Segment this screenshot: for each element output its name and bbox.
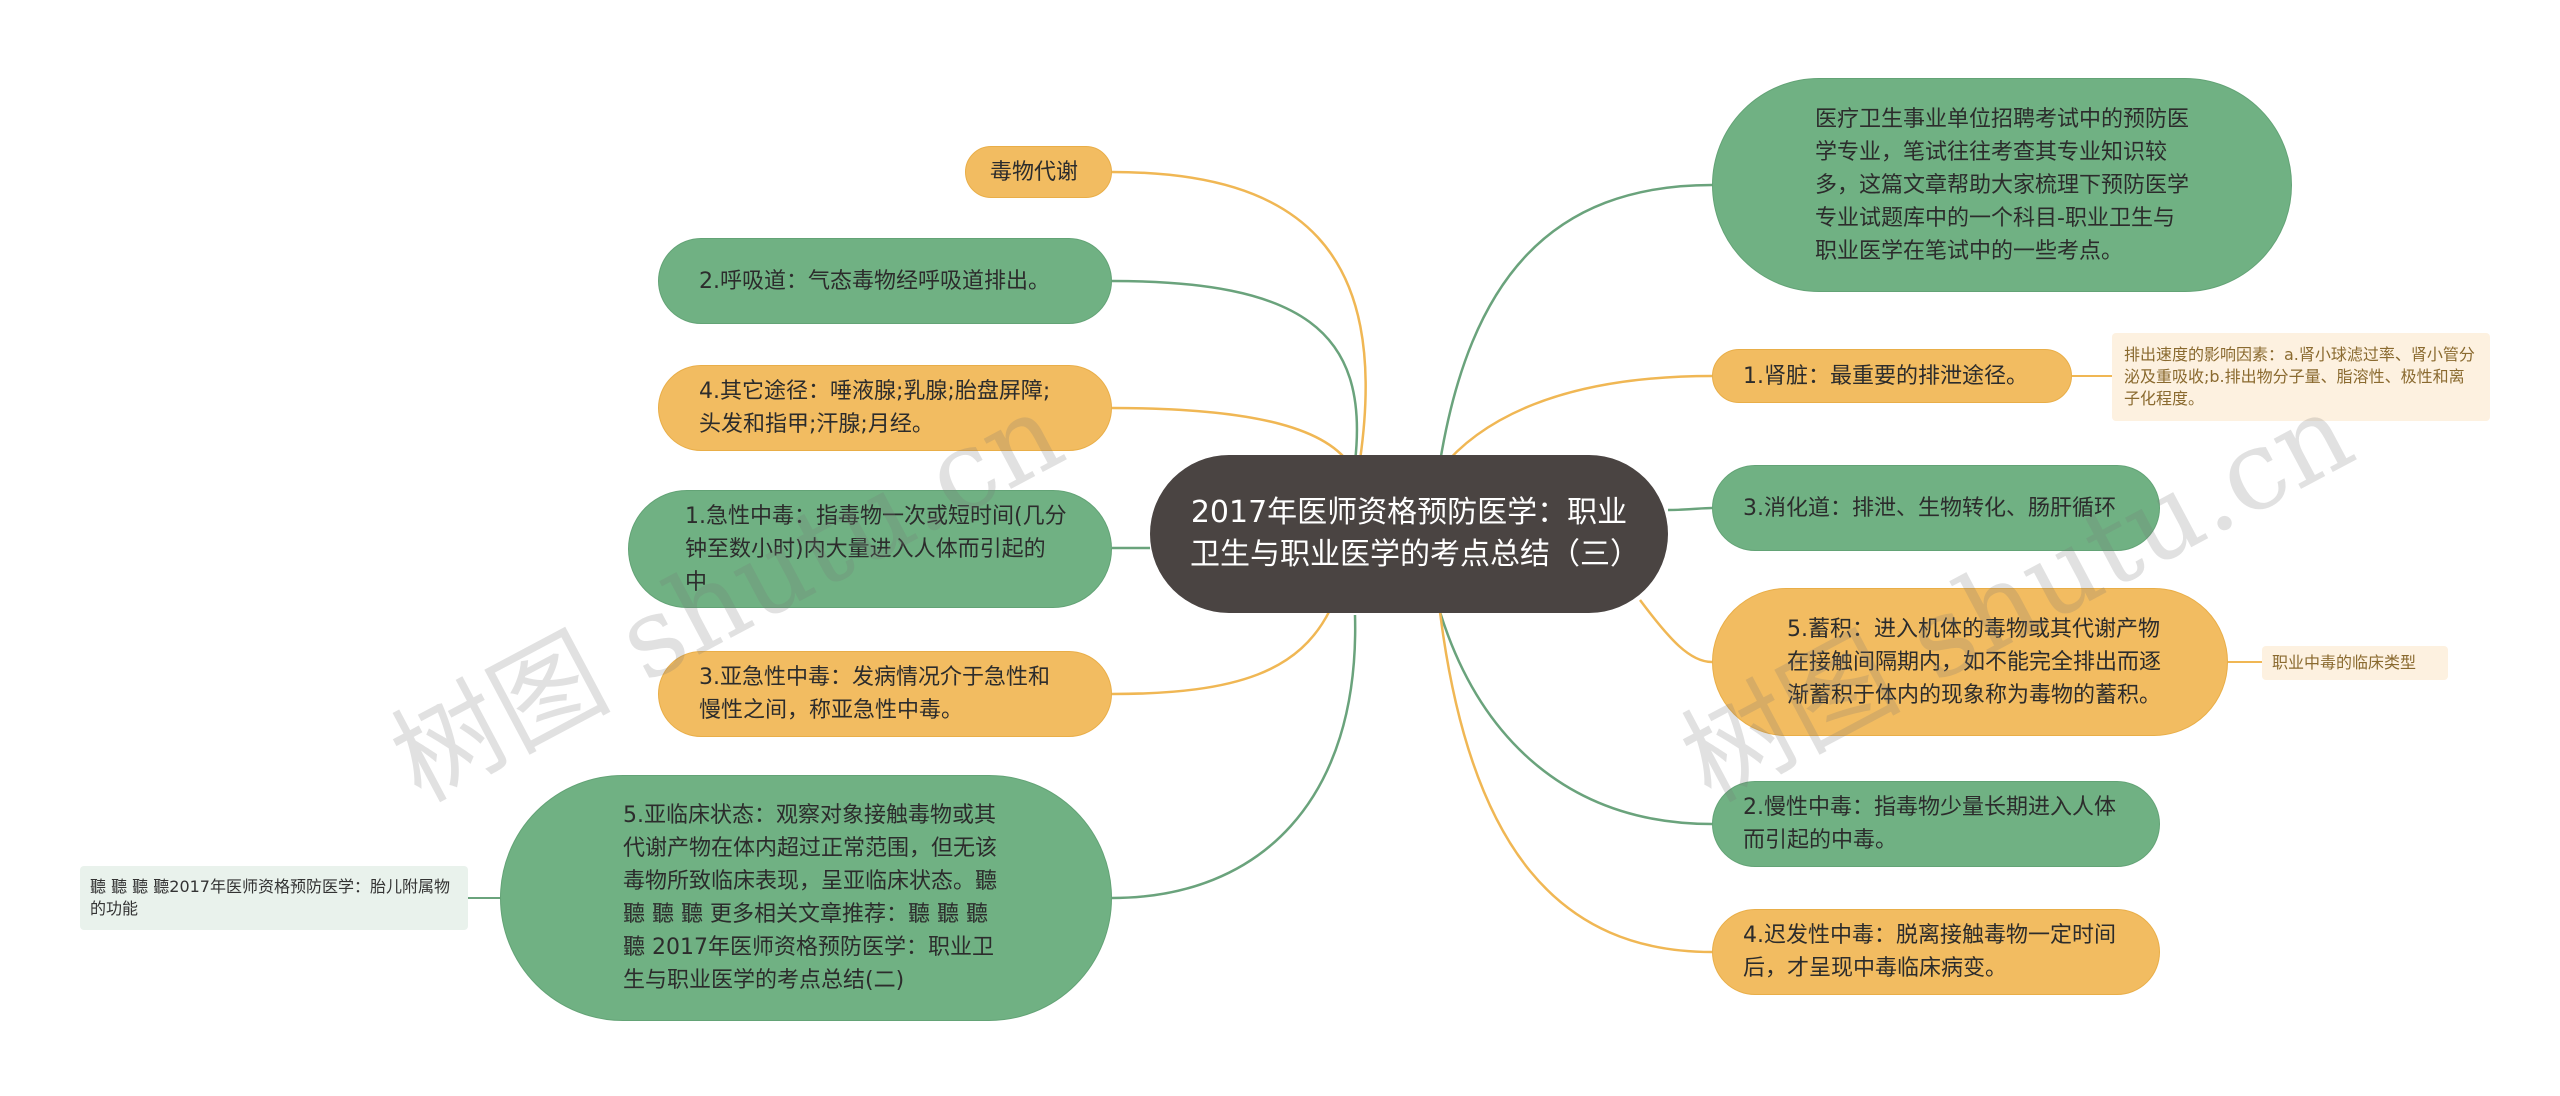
link-subacute (1111, 609, 1332, 696)
central-topic-label: 2017年医师资格预防医学：职业卫生与职业医学的考点总结（三） (1190, 495, 1640, 572)
node-digestive-label: 3.消化道：排泄、生物转化、肠肝循环 (1743, 495, 2116, 521)
link-metabolism (1111, 170, 1367, 461)
node-acute-label: 1.急性中毒：指毒物一次或短时间(几分钟至数小时)内大量进入人体而引起的中 (685, 503, 1067, 595)
node-digestive[interactable]: 3.消化道：排泄、生物转化、肠肝循环 (1712, 465, 2160, 551)
node-other-routes-label: 4.其它途径：唾液腺;乳腺;胎盘屏障;头发和指甲;汗腺;月经。 (699, 379, 1051, 437)
link-accumulation (1639, 599, 1713, 664)
link-kidney (1439, 374, 1713, 471)
link-chronic (1438, 611, 1713, 826)
link-respiratory (1111, 279, 1359, 463)
node-other-routes[interactable]: 4.其它途径：唾液腺;乳腺;胎盘屏障;头发和指甲;汗腺;月经。 (658, 365, 1112, 451)
node-chronic-label: 2.慢性中毒：指毒物少量长期进入人体而引起的中毒。 (1743, 795, 2116, 853)
link-subclinical (1111, 614, 1357, 900)
note-kidney-factors-text: 排出速度的影响因素：a.肾小球滤过率、肾小管分泌及重吸收;b.排出物分子量、脂溶… (2124, 345, 2475, 408)
link-intro (1438, 183, 1713, 463)
node-accumulation[interactable]: 5.蓄积：进入机体的毒物或其代谢产物在接触间隔期内，如不能完全排出而逐渐蓄积于体… (1712, 588, 2228, 736)
link-delayed (1438, 611, 1713, 954)
link-other-routes (1111, 406, 1354, 469)
node-intro-label: 医疗卫生事业单位招聘考试中的预防医学专业，笔试往往考查其专业知识较多，这篇文章帮… (1815, 106, 2190, 264)
note-fetus-text: 聽 聽 聽 聽2017年医师资格预防医学：胎儿附属物的功能 (90, 877, 450, 918)
node-accumulation-label: 5.蓄积：进入机体的毒物或其代谢产物在接触间隔期内，如不能完全排出而逐渐蓄积于体… (1787, 616, 2162, 708)
node-subclinical-label: 5.亚临床状态：观察对象接触毒物或其代谢产物在体内超过正常范围，但无该毒物所致临… (623, 803, 998, 993)
node-intro[interactable]: 医疗卫生事业单位招聘考试中的预防医学专业，笔试往往考查其专业知识较多，这篇文章帮… (1712, 78, 2292, 292)
note-clinical-types[interactable]: 职业中毒的临床类型 (2262, 646, 2448, 680)
note-fetus[interactable]: 聽 聽 聽 聽2017年医师资格预防医学：胎儿附属物的功能 (80, 866, 468, 930)
node-subacute-label: 3.亚急性中毒：发病情况介于急性和慢性之间，称亚急性中毒。 (699, 665, 1050, 723)
node-respiratory[interactable]: 2.呼吸道：气态毒物经呼吸道排出。 (658, 238, 1112, 324)
node-kidney[interactable]: 1.肾脏：最重要的排泄途径。 (1712, 349, 2072, 403)
node-chronic[interactable]: 2.慢性中毒：指毒物少量长期进入人体而引起的中毒。 (1712, 781, 2160, 867)
node-subacute[interactable]: 3.亚急性中毒：发病情况介于急性和慢性之间，称亚急性中毒。 (658, 651, 1112, 737)
link-digestive (1667, 506, 1713, 512)
node-kidney-label: 1.肾脏：最重要的排泄途径。 (1743, 363, 2028, 389)
node-subclinical[interactable]: 5.亚临床状态：观察对象接触毒物或其代谢产物在体内超过正常范围，但无该毒物所致临… (500, 775, 1112, 1021)
node-metabolism[interactable]: 毒物代谢 (965, 146, 1112, 198)
node-delayed-label: 4.迟发性中毒：脱离接触毒物一定时间后，才呈现中毒临床病变。 (1743, 923, 2116, 981)
node-delayed[interactable]: 4.迟发性中毒：脱离接触毒物一定时间后，才呈现中毒临床病变。 (1712, 909, 2160, 995)
note-clinical-types-text: 职业中毒的临床类型 (2272, 653, 2417, 672)
node-metabolism-label: 毒物代谢 (990, 159, 1079, 185)
central-topic[interactable]: 2017年医师资格预防医学：职业卫生与职业医学的考点总结（三） (1150, 455, 1668, 613)
node-acute[interactable]: 1.急性中毒：指毒物一次或短时间(几分钟至数小时)内大量进入人体而引起的中 (628, 490, 1112, 608)
node-respiratory-label: 2.呼吸道：气态毒物经呼吸道排出。 (699, 268, 1050, 294)
note-kidney-factors[interactable]: 排出速度的影响因素：a.肾小球滤过率、肾小管分泌及重吸收;b.排出物分子量、脂溶… (2112, 333, 2490, 421)
